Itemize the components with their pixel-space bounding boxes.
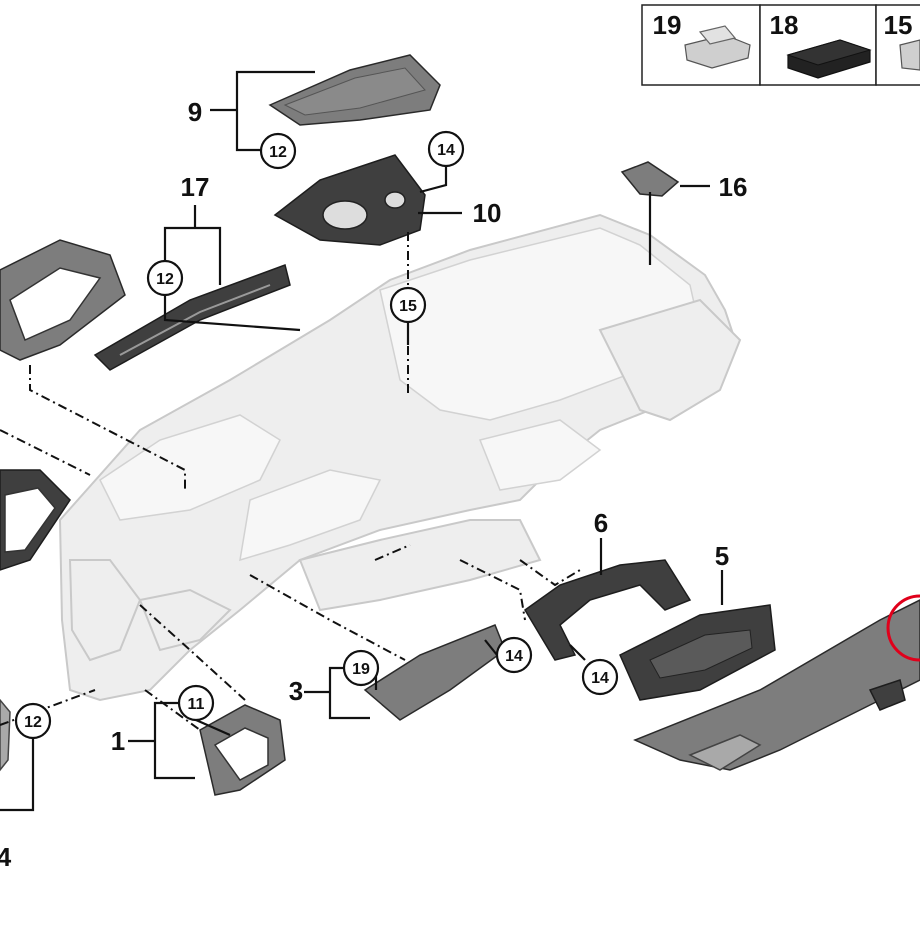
svg-text:15: 15 — [399, 298, 417, 315]
callout-1: 1 — [111, 726, 125, 756]
inset-panel: 19 18 15 — [641, 4, 920, 86]
part-3-bracket — [363, 624, 506, 721]
svg-text:19: 19 — [352, 661, 370, 678]
circled-14-low: 14 — [581, 658, 619, 696]
part-1-holder — [199, 704, 286, 796]
circled-19: 19 — [342, 649, 380, 687]
svg-text:12: 12 — [24, 714, 42, 731]
highlight-circle — [886, 594, 920, 662]
part-6-frame — [524, 559, 692, 661]
callout-4: 4 — [0, 842, 12, 872]
leader-lines — [0, 70, 724, 812]
callout-16: 16 — [719, 172, 748, 202]
part-5-cassette — [619, 604, 776, 701]
inset-label-18: 18 — [770, 10, 799, 40]
right-trim-strip — [633, 599, 920, 771]
callout-9: 9 — [188, 97, 202, 127]
callout-3: 3 — [289, 676, 303, 706]
left-bezel — [0, 239, 126, 772]
part-10-bracket — [273, 154, 426, 246]
pad-18-part — [786, 39, 872, 79]
svg-text:12: 12 — [156, 271, 174, 288]
svg-text:12: 12 — [269, 144, 287, 161]
clip-19-part — [684, 25, 751, 69]
circled-callouts: 12 14 12 15 11 12 19 14 — [14, 130, 619, 740]
guide-lines — [0, 232, 581, 731]
circled-12-top: 12 — [259, 132, 297, 170]
svg-text:14: 14 — [591, 670, 609, 687]
clip-15-part — [899, 39, 920, 71]
callout-numbers: 9 10 16 17 6 5 3 1 4 — [0, 97, 747, 872]
circled-14-right: 14 — [495, 636, 533, 674]
circled-11: 11 — [177, 684, 215, 722]
part-9-speaker-grille — [268, 54, 441, 126]
circled-12-bottom: 12 — [14, 702, 52, 740]
callout-5: 5 — [715, 541, 729, 571]
svg-text:14: 14 — [437, 142, 455, 159]
callout-17: 17 — [181, 172, 210, 202]
svg-text:14: 14 — [505, 648, 523, 665]
part-17-vent-strip — [93, 264, 291, 371]
svg-text:11: 11 — [188, 696, 205, 713]
callout-6: 6 — [594, 508, 608, 538]
circled-12-mid: 12 — [146, 259, 184, 297]
circled-15: 15 — [389, 286, 427, 324]
part-16-small-grille — [620, 161, 680, 197]
dashboard-panel — [58, 213, 742, 702]
circled-14-top: 14 — [427, 130, 465, 168]
inset-label-19: 19 — [653, 10, 682, 40]
inset-label-15: 15 — [884, 10, 913, 40]
callout-10: 10 — [473, 198, 502, 228]
